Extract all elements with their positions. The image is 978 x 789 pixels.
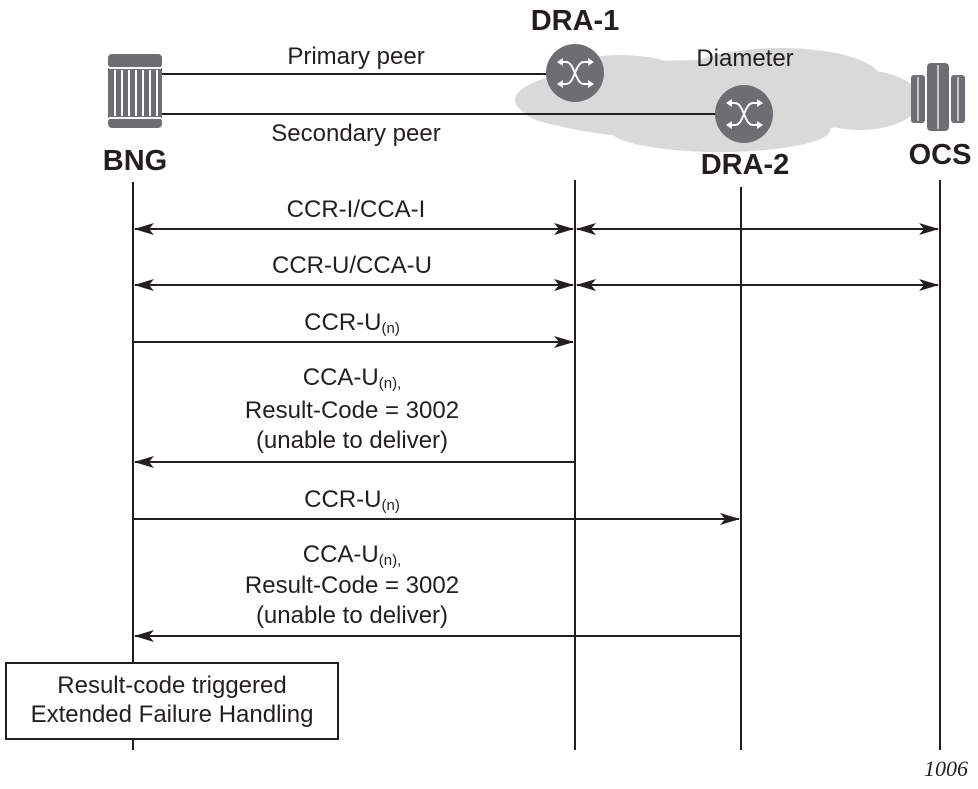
message-cca-u-n-dra1: CCA-U(n), Result-Code = 3002 (unable to … [134, 364, 575, 468]
result-code-label: Result-Code = 3002 [245, 572, 459, 599]
ocs-server-icon [911, 63, 965, 131]
secondary-peer-label: Secondary peer [271, 120, 440, 147]
message-main: CCR-U [304, 486, 381, 513]
figure-number: 1006 [924, 756, 968, 781]
message-label: CCR-I/CCA-I [287, 196, 426, 223]
action-box-line-1: Result-code triggered [57, 672, 286, 699]
message-cca-u-n-dra2: CCA-U(n), Result-Code = 3002 (unable to … [134, 541, 741, 642]
dra2-router-icon [715, 85, 773, 143]
extended-failure-handling-box: Result-code triggered Extended Failure H… [5, 662, 339, 740]
message-ccr-u-n-dra1: CCR-U(n) [133, 309, 574, 348]
bng-label: BNG [103, 145, 167, 177]
message-subscript: (n), [379, 375, 402, 392]
message-label: CCR-U(n) [304, 486, 400, 514]
message-ccr-u-cca-u: CCR-U/CCA-U [134, 252, 939, 291]
message-ccr-u-n-dra2: CCR-U(n) [133, 486, 740, 525]
message-label: CCA-U(n), [303, 541, 402, 569]
action-box-line-2: Extended Failure Handling [31, 701, 314, 728]
message-subscript: (n) [381, 320, 399, 337]
primary-peer-label: Primary peer [287, 43, 424, 70]
message-main: CCR-U [304, 309, 381, 336]
result-reason-label: (unable to deliver) [256, 427, 448, 454]
message-label: CCR-U/CCA-U [272, 252, 432, 279]
ocs-label: OCS [909, 139, 972, 171]
message-subscript: (n), [379, 552, 402, 569]
message-main: CCA-U [303, 364, 379, 391]
dra1-label: DRA-1 [531, 5, 620, 37]
dra2-label: DRA-2 [701, 149, 790, 181]
message-main: CCA-U [303, 541, 379, 568]
bng-server-icon [108, 54, 162, 128]
message-label: CCA-U(n), [303, 364, 402, 392]
message-label: CCR-U(n) [304, 309, 400, 337]
result-reason-label: (unable to deliver) [256, 602, 448, 629]
message-ccr-i-cca-i: CCR-I/CCA-I [134, 196, 939, 235]
cloud-label: Diameter [696, 45, 793, 72]
result-code-label: Result-Code = 3002 [245, 397, 459, 424]
message-subscript: (n) [381, 497, 399, 514]
dra1-router-icon [546, 44, 604, 102]
